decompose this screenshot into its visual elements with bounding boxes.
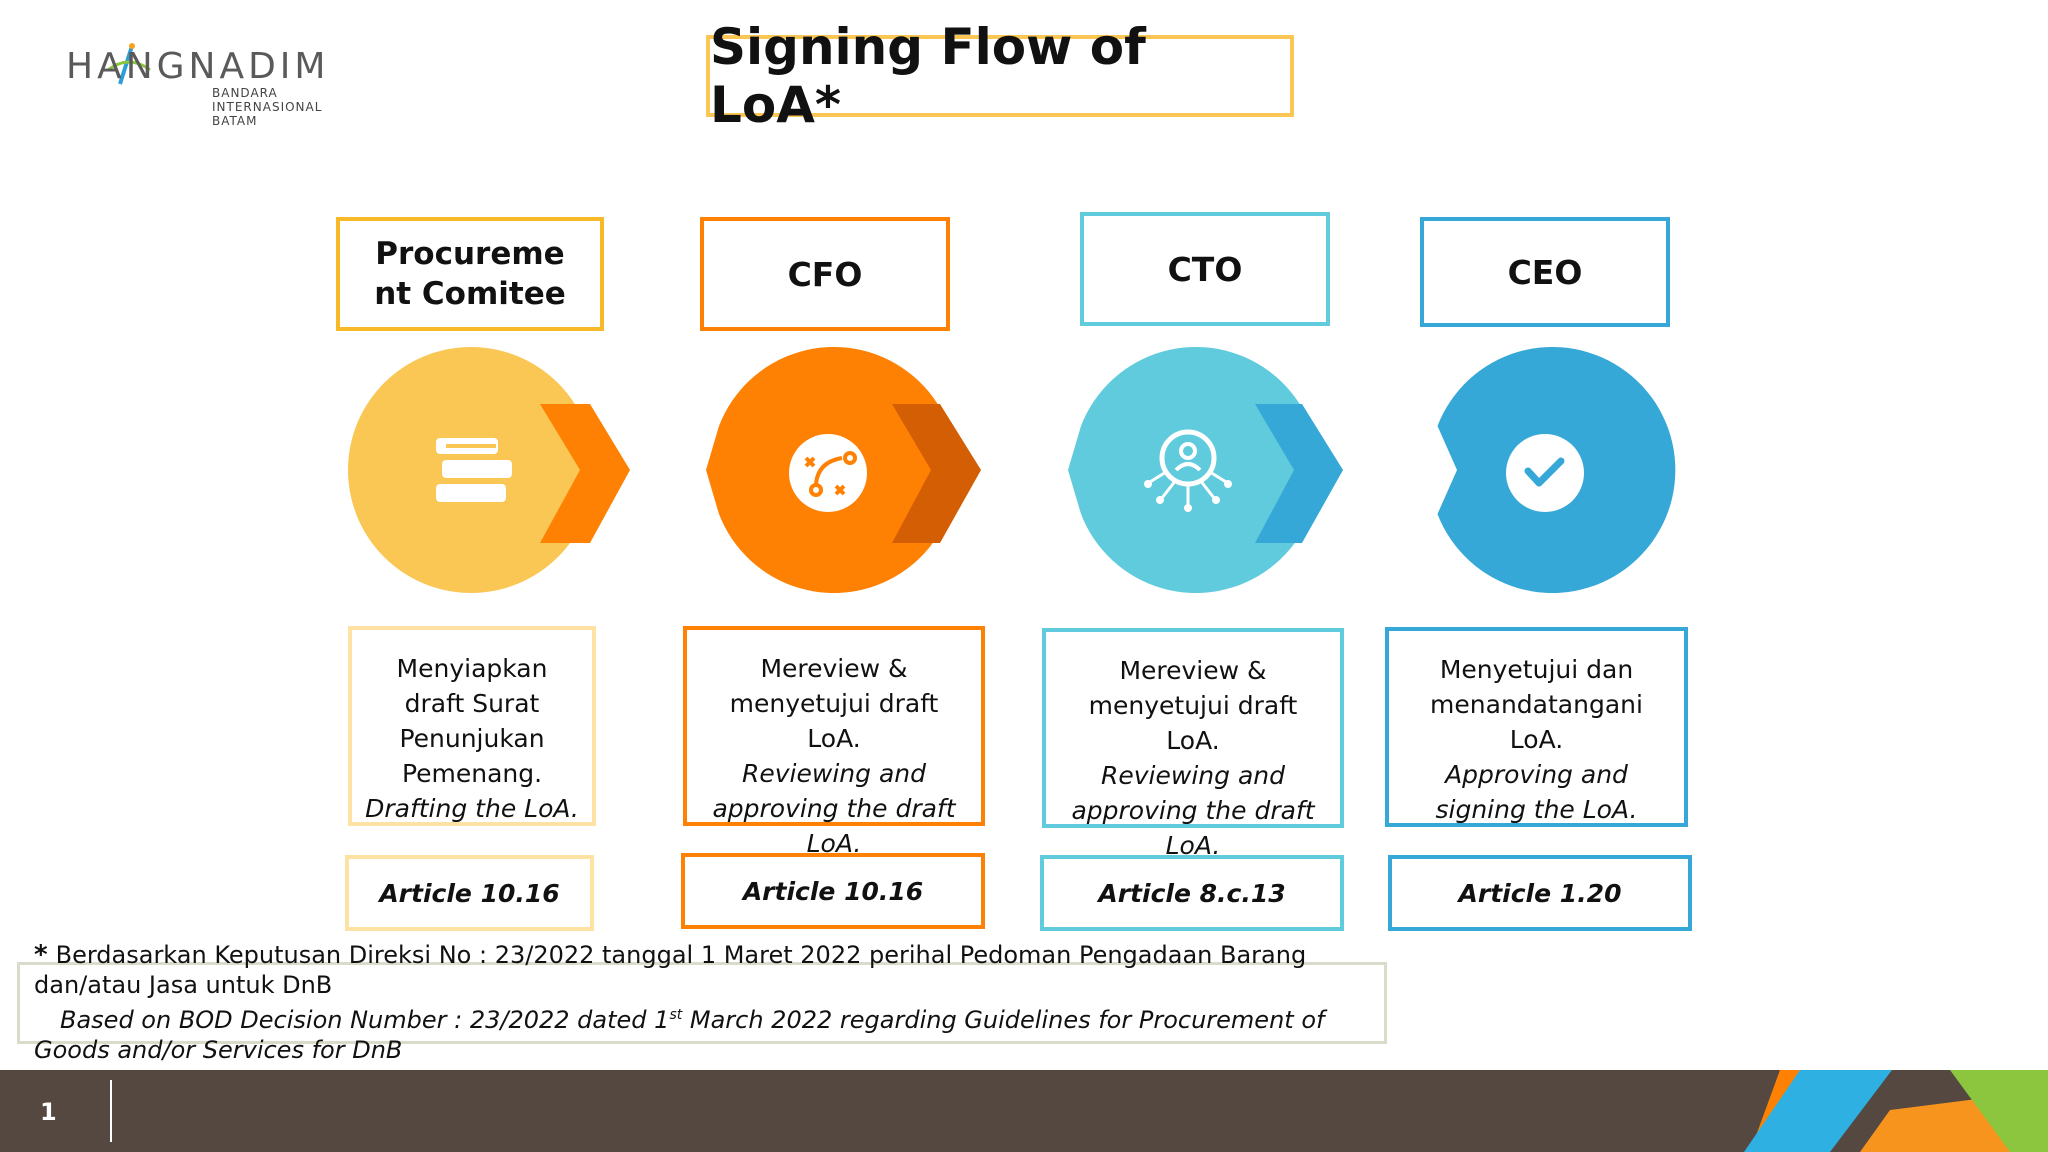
- article-box-procurement: Article 10.16: [345, 855, 594, 931]
- logo-subtitle: BANDARA INTERNASIONAL BATAM: [212, 86, 323, 128]
- footer-divider: [110, 1080, 112, 1142]
- page-number: 1: [40, 1098, 57, 1126]
- description-box-cfo: Mereview & menyetujui draft LoA. Reviewi…: [683, 626, 985, 858]
- footer-bar: [0, 1070, 2048, 1152]
- description-id: Menyiapkan draft Surat Penunjukan Pemena…: [396, 654, 548, 788]
- description-id: Mereview & menyetujui draft LoA.: [729, 654, 939, 753]
- article-box-cto: Article 8.c.13: [1040, 855, 1344, 931]
- description-box-cto: Mereview & menyetujui draft LoA. Reviewi…: [1042, 628, 1344, 860]
- books-icon: [436, 438, 512, 502]
- description-en: Reviewing and approving the draft LoA.: [712, 759, 956, 858]
- network-user-icon: [1144, 429, 1232, 512]
- role-box-ceo: CEO: [1420, 217, 1670, 327]
- chevron-right-icon: [1255, 404, 1343, 543]
- role-box-procurement: Procureme nt Comitee: [336, 217, 604, 331]
- description-box-ceo: Menyetujui dan menandatangani LoA. Appro…: [1385, 627, 1688, 827]
- flow-diagram: [348, 346, 1676, 593]
- footer-decoration: [1744, 1070, 2048, 1152]
- article-box-ceo: Article 1.20: [1388, 855, 1692, 931]
- article-box-cfo: Article 10.16: [681, 853, 985, 929]
- chevron-right-icon: [540, 404, 630, 543]
- description-en: Approving and signing the LoA.: [1435, 760, 1638, 824]
- description-box-procurement: Menyiapkan draft Surat Penunjukan Pemena…: [348, 626, 596, 826]
- step-circle-cto: [1068, 347, 1319, 593]
- footnote-en-text: Based on BOD Decision Number : 23/2022 d…: [34, 1006, 1325, 1064]
- strategy-icon: [789, 434, 867, 512]
- logo-wordmark: HANGNADIM: [66, 46, 330, 87]
- chevron-right-icon: [892, 404, 981, 543]
- description-en: Drafting the LoA.: [365, 794, 579, 823]
- role-box-cfo: CFO: [700, 217, 950, 331]
- logo-figure-icon: [107, 43, 151, 85]
- footnote: *Berdasarkan Keputusan Direksi No : 23/2…: [34, 940, 1364, 1065]
- company-logo: HANGNADIM BANDARA INTERNASIONAL BATAM: [66, 40, 366, 130]
- description-en: Reviewing and approving the draft LoA.: [1071, 761, 1315, 860]
- footnote-id-text: *Berdasarkan Keputusan Direksi No : 23/2…: [34, 940, 1307, 999]
- footnote-box: [17, 962, 1387, 1044]
- description-id: Menyetujui dan menandatangani LoA.: [1430, 655, 1643, 754]
- footnote-marker: *: [34, 940, 48, 970]
- description-id: Mereview & menyetujui draft LoA.: [1088, 656, 1298, 755]
- role-box-cto: CTO: [1080, 212, 1330, 326]
